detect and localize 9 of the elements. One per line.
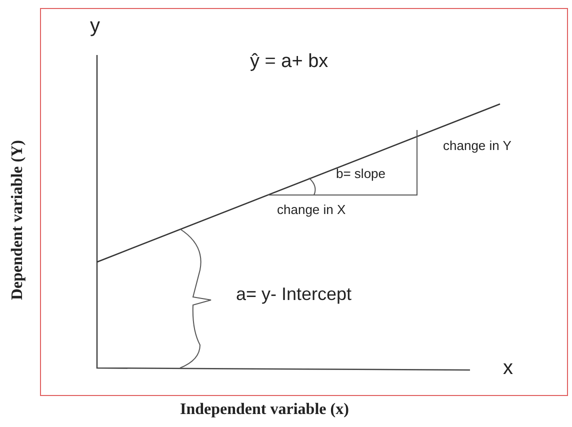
axis-label: y [90, 14, 100, 39]
axis-title: Independent variable (x) [180, 400, 349, 420]
axis-label: x [503, 356, 513, 381]
regression-equation: ŷ = a+ bx [250, 50, 328, 74]
annotation: change in X [277, 202, 346, 218]
annotation: a= y- Intercept [236, 283, 352, 306]
annotation: change in Y [443, 138, 512, 154]
axis-title: Dependent variable (Y) [8, 139, 27, 302]
annotation: b= slope [336, 166, 386, 182]
